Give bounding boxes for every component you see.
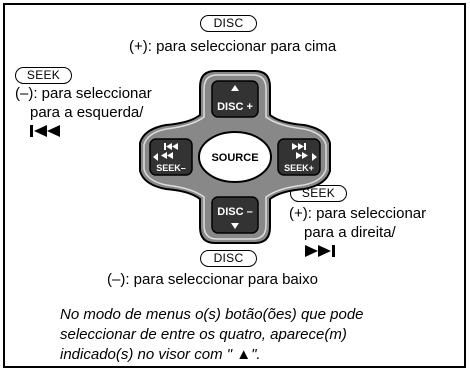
disc-minus-label: DISC – (217, 206, 252, 218)
seek-left-line2: para a esquerda/ (30, 104, 144, 121)
seek-right-line2: para a direita/ (304, 224, 396, 241)
seek-plus-label: SEEK+ (284, 163, 314, 173)
control-pad: DISC + DISC – SEEK– SE (139, 70, 331, 244)
disc-key-bottom: DISC (200, 250, 257, 267)
disc-plus-button: DISC + (211, 80, 259, 118)
note-line2: seleccionar de entre os quatro, aparece(… (60, 326, 347, 343)
disc-key-top: DISC (200, 15, 257, 32)
seek-minus-button: SEEK– (149, 138, 193, 176)
skip-back-icon (29, 123, 69, 143)
note-line3: indicado(s) no visor com " ▲". (60, 346, 261, 363)
seek-minus-label: SEEK– (156, 163, 186, 173)
seek-right-line1: (+): para seleccionar (289, 205, 427, 222)
disc-down-description: (–): para seleccionar para baixo (107, 271, 318, 288)
disc-up-description: (+): para seleccionar para cima (129, 38, 337, 55)
diagram-frame: DISC (+): para seleccionar para cima SEE… (3, 3, 466, 368)
seek-key-right: SEEK (290, 185, 347, 202)
menu-note: No modo de menus o(s) botão(ões) que pod… (60, 305, 364, 365)
note-line1: No modo de menus o(s) botão(ões) que pod… (60, 306, 364, 323)
seek-left-line1: (–): para seleccionar (15, 85, 152, 102)
disc-plus-label: DISC + (217, 101, 253, 113)
skip-forward-icon (304, 243, 344, 263)
disc-minus-button: DISC – (211, 196, 259, 234)
source-label: SOURCE (211, 152, 258, 164)
source-button: SOURCE (198, 131, 272, 183)
seek-key-left: SEEK (15, 67, 72, 84)
seek-plus-button: SEEK+ (277, 138, 321, 176)
